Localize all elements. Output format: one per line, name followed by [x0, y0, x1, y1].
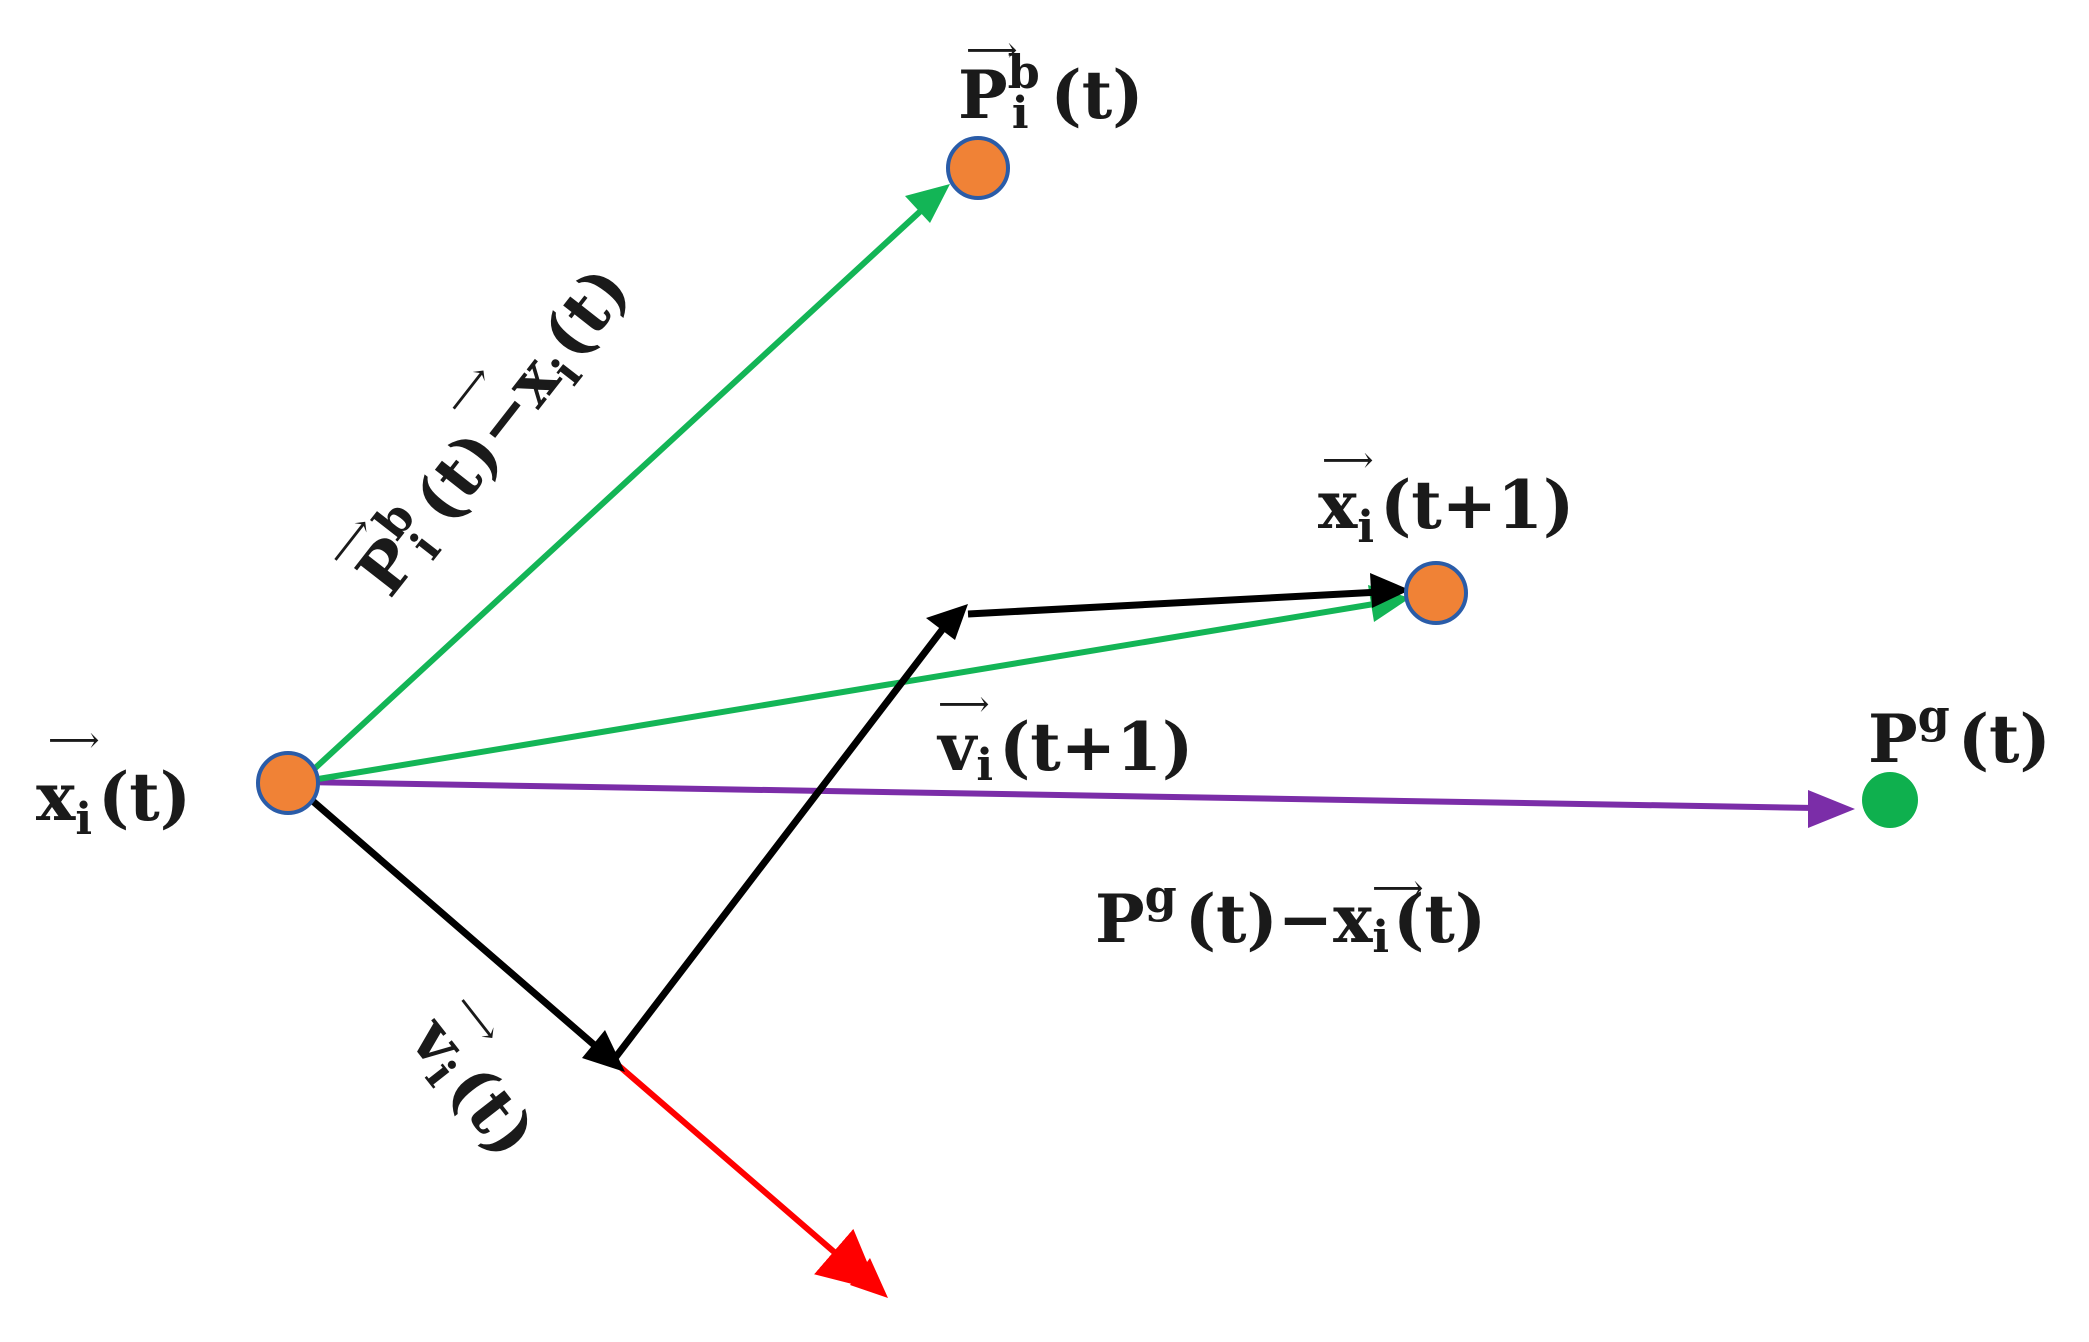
social-arrow-black: [967, 588, 1381, 618]
inertia-arrow-black: [297, 787, 603, 1053]
label-base: P: [1868, 700, 1918, 778]
label-pg: Pg(t): [1868, 689, 2051, 778]
label-pb-minus-xi: Pbi(t)−xi(t) ⟶ ⟶: [318, 245, 652, 616]
label-x-sub: i: [1372, 912, 1389, 963]
cognitive-arrow-black: [609, 623, 948, 1065]
svg-text:xi(t): xi(t): [36, 758, 191, 845]
label-sub: i: [1012, 88, 1029, 139]
global-best-arrow-purple: [299, 779, 1816, 811]
svg-text:vi(t+1): vi(t+1): [936, 708, 1193, 791]
label-rest: (t): [98, 758, 191, 836]
label-end: (t): [526, 252, 645, 373]
label-rest: (t+1): [999, 708, 1193, 786]
label-p: P: [1095, 880, 1145, 958]
label-sup: b: [1008, 45, 1040, 99]
personal-best-arrow-green: [297, 204, 928, 785]
label-pg-minus-xi: ⟶ Pg(t)−xi(t): [1095, 868, 1486, 963]
vector-arrow: ⟶: [48, 720, 100, 761]
svg-text:Pg(t)−xi(t): Pg(t)−xi(t): [1095, 869, 1486, 963]
personal-best-point: [946, 136, 1010, 200]
vector-arrow: ⟶: [1372, 868, 1424, 909]
label-x: x: [1333, 880, 1373, 958]
vector-arrow: ⟶: [1322, 440, 1374, 481]
black-arrowhead-2: [926, 604, 968, 640]
svg-text:Pbi(t)−xi(t): Pbi(t)−xi(t): [332, 245, 652, 616]
new-position-arrow-green: [299, 600, 1381, 785]
svg-text:xi(t+1): xi(t+1): [1318, 466, 1574, 553]
current-position-point: [256, 751, 320, 815]
label-vi-t: ⟶ vi(t): [390, 986, 552, 1174]
svg-text:Pbi(t): Pbi (t): [958, 45, 1143, 139]
svg-text:Pg(t): Pg(t): [1868, 689, 2051, 778]
red-arrowhead: [850, 1258, 888, 1298]
purple-arrowhead: [1808, 790, 1855, 828]
label-base: x: [1318, 466, 1358, 544]
label-rest: (t+1): [1380, 466, 1574, 544]
label-xi-t: ⟶ xi(t): [36, 720, 191, 845]
black-arrowhead-3: [1370, 573, 1410, 608]
label-rest: (t): [1051, 56, 1144, 134]
label-end: (t): [1393, 880, 1486, 958]
label-vi-t1: ⟶ vi(t+1): [936, 684, 1193, 791]
green-arrowhead-top: [905, 184, 950, 223]
next-position-point: [1404, 561, 1468, 625]
label-xi-t1: ⟶ xi(t+1): [1318, 440, 1574, 553]
svg-text:vi(t): vi(t): [390, 1000, 551, 1174]
vector-arrow: ⟶: [966, 30, 1018, 71]
label-sub: i: [1357, 502, 1374, 553]
label-p-sup: g: [1145, 869, 1177, 923]
label-rest: (t): [1958, 700, 2051, 778]
label-base: P: [958, 56, 1008, 134]
label-mid: (t)−: [1185, 880, 1333, 958]
label-sup: g: [1918, 689, 1950, 743]
global-best-point: [1862, 772, 1918, 828]
label-base: v: [936, 708, 978, 786]
vector-arrow: ⟶: [938, 684, 990, 725]
label-sub: i: [976, 740, 993, 791]
label-base: x: [36, 758, 76, 836]
label-sub: i: [75, 794, 92, 845]
